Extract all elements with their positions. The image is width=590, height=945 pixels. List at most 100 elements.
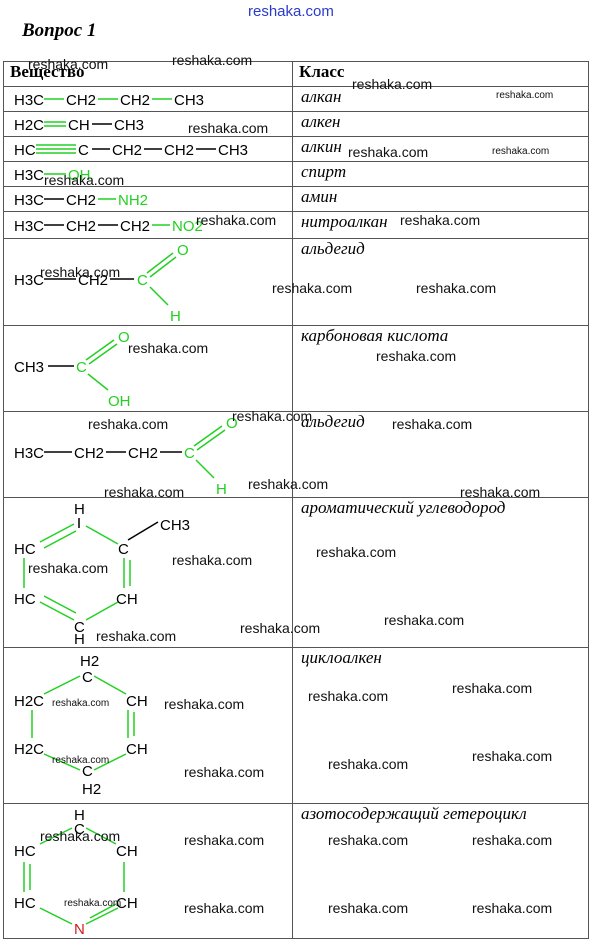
class-cell: альдегид — [292, 238, 589, 326]
formula-token: H2C — [14, 741, 44, 758]
table-row: H3C CH2 CH2 CH3 алкан — [3, 86, 589, 112]
formula-token: H — [74, 631, 85, 646]
formula-token: CH2 — [128, 445, 158, 462]
substance-cell: H2C CH CH3 — [3, 111, 293, 137]
formula-token: CH3 — [14, 359, 44, 376]
formula-token: O — [177, 242, 189, 259]
formula-pyridine: H C HC CH HC CH N — [14, 807, 138, 938]
watermark: reshaka.com — [188, 120, 269, 136]
substance-cell: CH3 C O OH — [3, 325, 293, 412]
formula-token: CH2 — [66, 218, 96, 235]
substance-cell: H CH3 HC C HC CH C H — [3, 497, 293, 648]
formula-token: O — [226, 415, 238, 432]
substance-cell: H2 C H2C CH H2C CH C H2 — [3, 647, 293, 804]
formula-token: NO2 — [172, 218, 203, 235]
formula-token: CH2 — [112, 142, 142, 159]
watermark: reshaka.com — [184, 900, 265, 916]
watermark: reshaka.com — [348, 144, 429, 160]
table-row: H2 C H2C CH H2C CH C H2 циклоалкен — [3, 647, 589, 804]
watermark: reshaka.com — [184, 764, 265, 780]
table-row: H3C CH2 C O H альдегид — [3, 238, 589, 326]
watermark: reshaka.com — [248, 476, 329, 492]
class-cell: азотосодержащий гетероцикл — [292, 803, 589, 939]
watermark: reshaka.com — [416, 280, 497, 296]
class-cell: циклоалкен — [292, 647, 589, 804]
formula-token: CH — [126, 741, 148, 758]
formula-token: C — [184, 445, 195, 462]
formula-token: CH3 — [114, 117, 144, 134]
table-row: H C HC CH HC CH N азотосодержащий гетеро… — [3, 803, 589, 939]
formula-acetic-acid: CH3 C O OH — [14, 329, 131, 410]
formula-alkyne: HC C CH2 CH2 CH3 — [14, 142, 248, 159]
watermark: reshaka.com — [96, 628, 177, 644]
formula-token: C — [74, 821, 85, 838]
formula-token: H — [74, 501, 85, 518]
formula-token: CH — [116, 843, 138, 860]
header-substance: Вещество — [3, 61, 293, 87]
classification-table: Вещество Класс H3C CH2 CH2 CH3 алкан H2C… — [3, 61, 589, 939]
watermark: reshaka.com — [352, 76, 433, 92]
formula-token: HC — [14, 142, 36, 159]
formula-token: CH3 — [160, 517, 190, 534]
watermark: reshaka.com — [88, 416, 169, 432]
watermark: reshaka.com — [172, 552, 253, 568]
class-cell: альдегид — [292, 411, 589, 498]
class-cell: ароматический углеводород — [292, 497, 589, 648]
watermark: reshaka.com — [316, 544, 397, 560]
watermark: reshaka.com — [232, 408, 313, 424]
formula-token: H3C — [14, 167, 44, 184]
formula-token: C — [118, 541, 129, 558]
formula-propanal: H3C CH2 C O H — [14, 242, 189, 325]
watermark: reshaka.com — [172, 52, 253, 68]
formula-token: CH2 — [120, 92, 150, 109]
formula-token: H2C — [14, 693, 44, 710]
substance-cell: H3C CH2 CH2 CH3 — [3, 86, 293, 112]
formula-token: CH — [126, 693, 148, 710]
site-header[interactable]: reshaka.com — [248, 3, 334, 20]
watermark: reshaka.com — [376, 348, 457, 364]
formula-alcohol: H3C OH — [14, 167, 91, 184]
formula-butanal: H3C CH2 CH2 C O H — [14, 415, 238, 497]
formula-token: H3C — [14, 92, 44, 109]
watermark: reshaka.com — [496, 90, 554, 101]
formula-token: HC — [14, 895, 36, 912]
formula-token: OH — [108, 393, 131, 410]
formula-token: CH2 — [66, 192, 96, 209]
table-row: CH3 C O OH карбоновая кислота — [3, 325, 589, 412]
question-title: Вопрос 1 — [22, 20, 97, 41]
watermark: reshaka.com — [472, 832, 553, 848]
watermark: reshaka.com — [164, 696, 245, 712]
formula-token: H3C — [14, 192, 44, 209]
formula-token: O — [118, 329, 130, 346]
formula-token: H2 — [82, 781, 101, 798]
formula-toluene: H CH3 HC C HC CH C H — [14, 501, 190, 646]
watermark: reshaka.com — [184, 832, 265, 848]
substance-cell: H3C OH — [3, 161, 293, 187]
formula-token: C — [78, 142, 89, 159]
formula-token: H3C — [14, 218, 44, 235]
formula-token: C — [137, 272, 148, 289]
formula-token: C — [82, 763, 93, 780]
formula-token: H — [216, 481, 227, 497]
watermark: reshaka.com — [196, 212, 277, 228]
formula-token: OH — [68, 167, 91, 184]
formula-token: H3C — [14, 445, 44, 462]
watermark: reshaka.com — [40, 264, 121, 280]
formula-token: CH2 — [164, 142, 194, 159]
table-row: H2C CH CH3 алкен — [3, 111, 589, 137]
watermark: reshaka.com — [460, 484, 541, 500]
substance-cell: H3C CH2 CH2 NO2 — [3, 211, 293, 239]
formula-token: HC — [14, 591, 36, 608]
formula-token: NH2 — [118, 192, 148, 209]
watermark: reshaka.com — [472, 900, 553, 916]
formula-alkane: H3C CH2 CH2 CH3 — [14, 92, 204, 109]
formula-amine: H3C CH2 NH2 — [14, 192, 148, 209]
watermark: reshaka.com — [128, 340, 209, 356]
watermark: reshaka.com — [52, 698, 110, 709]
watermark: reshaka.com — [328, 756, 409, 772]
formula-token: HC — [14, 843, 36, 860]
formula-token: C — [76, 359, 87, 376]
formula-token: HC — [14, 541, 36, 558]
formula-token: H3C — [14, 272, 44, 289]
class-cell: алкан — [292, 86, 589, 112]
